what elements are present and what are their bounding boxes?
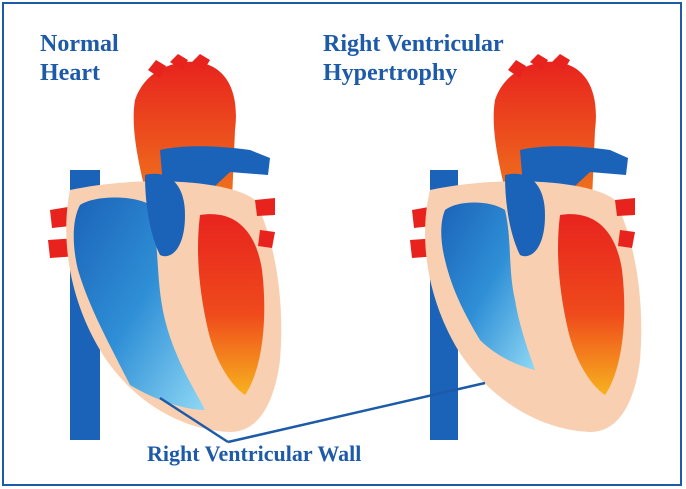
normal-heart (48, 54, 281, 440)
wall-label: Right Ventricular Wall (147, 441, 361, 467)
normal-heart-title-line1: Normal (40, 30, 119, 59)
hypertrophy-title-line2: Hypertrophy (323, 59, 504, 88)
hypertrophy-title: Right Ventricular Hypertrophy (323, 30, 504, 88)
normal-heart-title: Normal Heart (40, 30, 119, 88)
hypertrophy-heart (410, 54, 641, 440)
normal-heart-title-line2: Heart (40, 59, 119, 88)
hypertrophy-title-line1: Right Ventricular (323, 30, 504, 59)
